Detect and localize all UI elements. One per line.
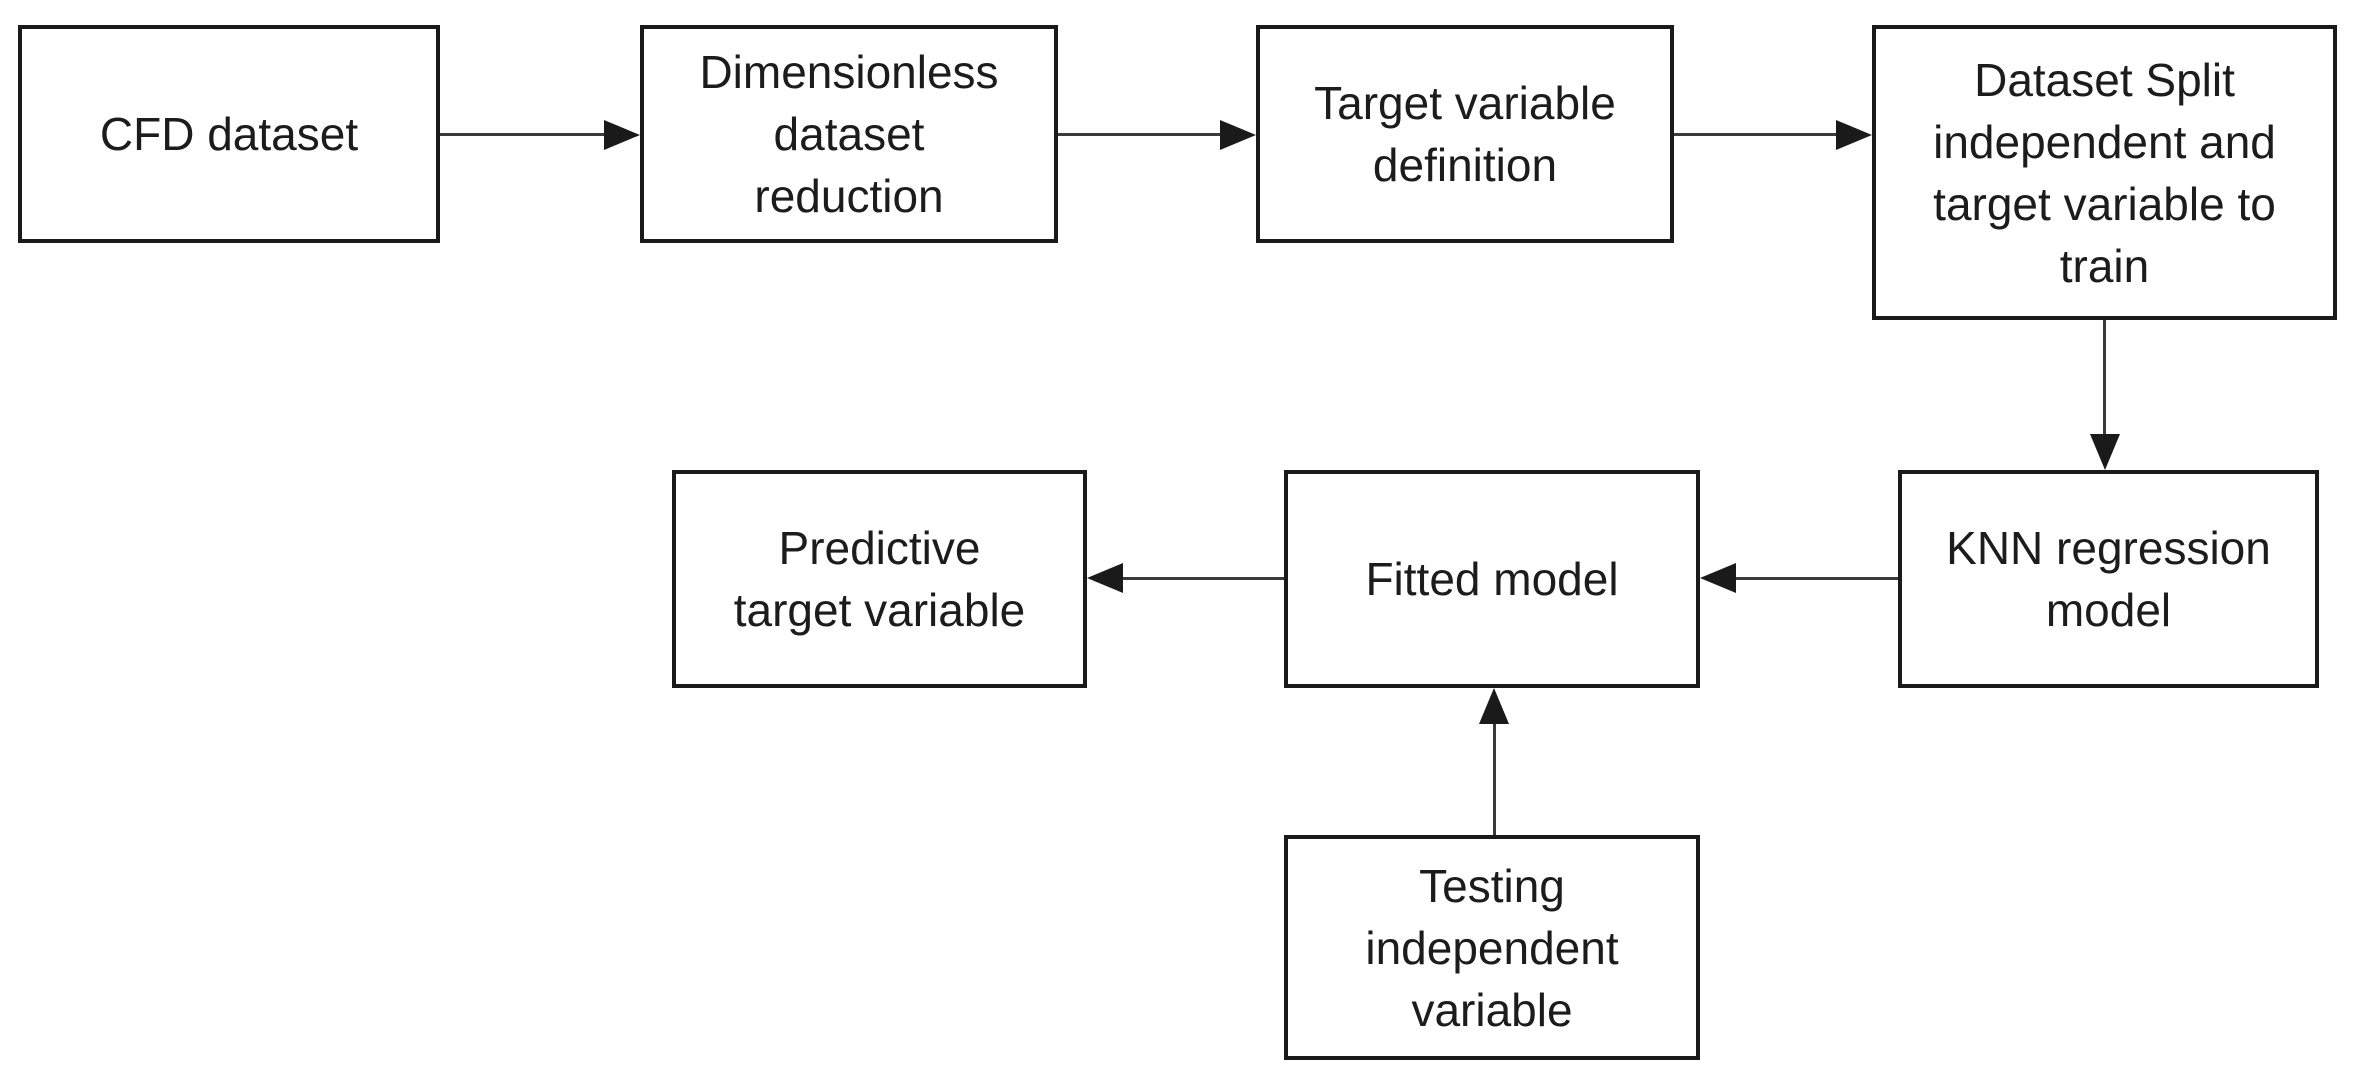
arrowhead-target-def-to-dataset-split: [1836, 120, 1872, 150]
node-predictive-target-variable: Predictive target variable: [672, 470, 1087, 688]
arrow-line-cfd-to-dimensionless: [440, 133, 606, 136]
node-cfd-dataset: CFD dataset: [18, 25, 440, 243]
arrowhead-fitted-to-predictive: [1087, 563, 1123, 593]
arrowhead-dataset-split-to-knn: [2090, 434, 2120, 470]
arrow-line-dataset-split-to-knn: [2103, 320, 2106, 436]
node-testing-independent-variable: Testing independent variable: [1284, 835, 1700, 1060]
node-fitted-model: Fitted model: [1284, 470, 1700, 688]
arrowhead-cfd-to-dimensionless: [604, 120, 640, 150]
node-dimensionless-dataset-reduction: Dimensionless dataset reduction: [640, 25, 1058, 243]
arrowhead-dimensionless-to-target-def: [1220, 120, 1256, 150]
node-dataset-split: Dataset Split independent and target var…: [1872, 25, 2337, 320]
node-target-variable-definition: Target variable definition: [1256, 25, 1674, 243]
arrowhead-knn-to-fitted: [1700, 563, 1736, 593]
node-knn-regression-model: KNN regression model: [1898, 470, 2319, 688]
arrowhead-testing-to-fitted: [1479, 688, 1509, 724]
arrow-line-target-def-to-dataset-split: [1674, 133, 1838, 136]
arrow-line-testing-to-fitted: [1493, 722, 1496, 835]
arrow-line-fitted-to-predictive: [1121, 577, 1284, 580]
arrow-line-knn-to-fitted: [1734, 577, 1898, 580]
arrow-line-dimensionless-to-target-def: [1058, 133, 1222, 136]
